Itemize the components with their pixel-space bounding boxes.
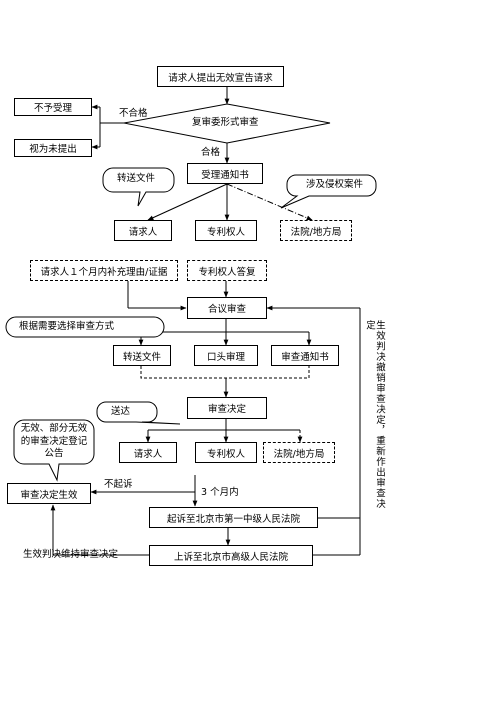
first-court-box: 起诉至北京市第一中级人民法院 [149, 507, 318, 528]
court-bureau-box-1: 法院/地方局 [280, 220, 352, 241]
requester-box-1: 请求人 [114, 220, 172, 241]
deliver-callout: 送达 [111, 406, 131, 417]
transfer-docs-callout: 转送文件 [117, 173, 156, 184]
choose-method-callout-shape [5, 316, 165, 338]
infringement-callout-shape [280, 174, 377, 209]
deemed-not-filed-box: 视为未提出 [14, 139, 92, 157]
announcement-callout-shape [13, 419, 95, 482]
not-accepted-box: 不予受理 [14, 98, 92, 116]
infringement-callout: 涉及侵权案件 [306, 179, 364, 190]
high-court-box: 上诉至北京市高级人民法院 [149, 545, 313, 566]
formal-review-label: 复审委形式审查 [192, 117, 259, 128]
transfer-docs-box: 转送文件 [113, 345, 171, 366]
edge-label-qualified: 合格 [201, 147, 221, 158]
accept-notice-box: 受理通知书 [187, 163, 263, 184]
patentee-box-2: 专利权人 [195, 442, 257, 463]
edge-label-no-suit: 不起诉 [104, 479, 133, 490]
edge-label-upheld: 生效判决维持审查决定 [23, 549, 119, 560]
announcement-callout: 无效、部分无效的审查决定登记公告 [20, 422, 88, 460]
edge-label-revoked: 生效判决撤销审查决定，重新作出审查决定 [363, 320, 385, 509]
transfer-docs-callout-shape [102, 167, 175, 207]
collegial-review-box: 合议审查 [187, 297, 267, 319]
decision-effective-box: 审查决定生效 [7, 483, 91, 504]
requester-box-2: 请求人 [119, 442, 177, 463]
patentee-box-1: 专利权人 [195, 220, 257, 241]
court-bureau-box-2: 法院/地方局 [263, 442, 335, 463]
choose-method-callout: 根据需要选择审查方式 [19, 321, 115, 332]
review-decision-box: 审查决定 [187, 397, 267, 419]
edge-label-three-months: 3 个月内 [201, 487, 239, 498]
supplement-box: 请求人１个月内补充理由/证据 [30, 260, 178, 281]
review-notice-box: 审查通知书 [271, 345, 339, 366]
request-box: 请求人提出无效宣告请求 [157, 66, 284, 87]
patentee-reply-box: 专利权人答复 [187, 260, 267, 281]
oral-hearing-box: 口头审理 [194, 345, 258, 366]
edge-label-unqualified: 不合格 [119, 108, 148, 119]
deliver-callout-shape [96, 401, 181, 425]
